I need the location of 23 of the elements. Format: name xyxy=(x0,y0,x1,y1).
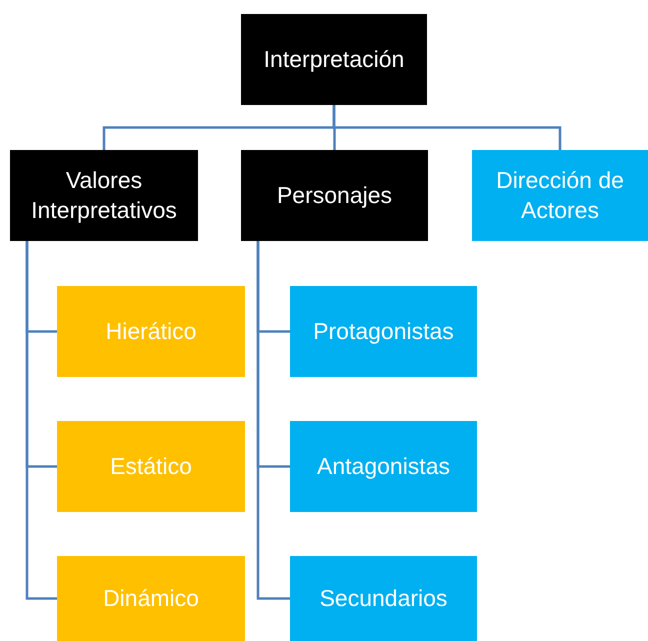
process-box xyxy=(241,150,428,241)
process-box xyxy=(57,286,245,377)
process-box xyxy=(57,556,245,641)
connector-line xyxy=(256,241,290,600)
process-box xyxy=(57,421,245,512)
node-label: Interpretación xyxy=(264,44,404,74)
connector-line xyxy=(26,241,57,600)
process-box xyxy=(290,421,477,512)
node-label: Dinámico xyxy=(103,584,199,613)
node-label: Valores Interpretativos xyxy=(30,166,178,225)
process-box xyxy=(290,556,477,641)
process-box xyxy=(290,286,477,377)
node-label: Personajes xyxy=(276,180,392,210)
process-box xyxy=(10,150,198,241)
process-box xyxy=(241,14,427,105)
node-label: Estático xyxy=(110,452,192,481)
node-label: Dirección de Actores xyxy=(495,166,625,224)
node-label: Hierático xyxy=(106,316,196,346)
node-label: Antagonistas xyxy=(317,452,450,481)
node-label: Protagonistas xyxy=(313,316,454,346)
process-box xyxy=(472,150,648,241)
connector-line xyxy=(332,105,562,150)
node-label: Secundarios xyxy=(320,584,448,613)
